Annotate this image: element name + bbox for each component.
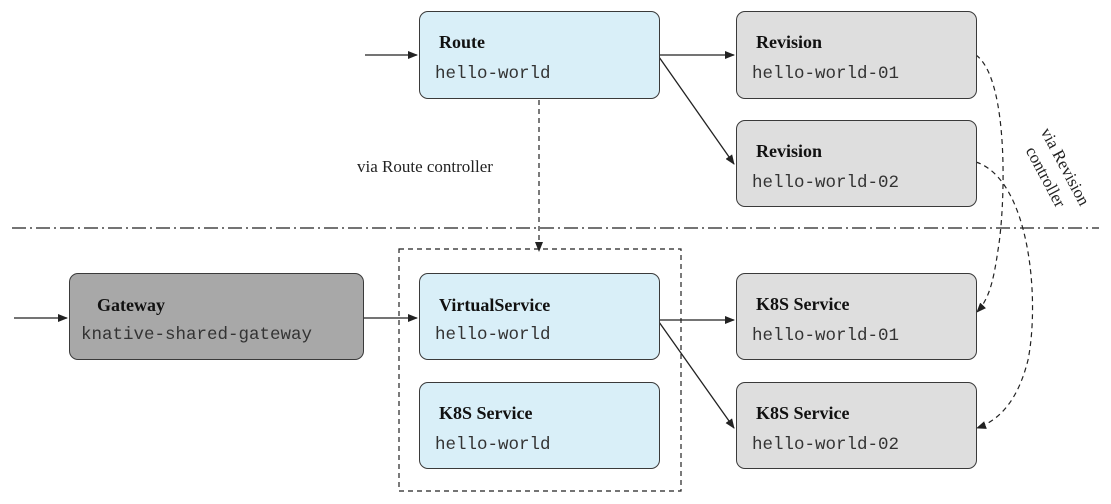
k8s-service-01-title: K8S Service <box>756 294 850 314</box>
route-title: Route <box>439 32 485 52</box>
route-controller-label: via Route controller <box>357 157 493 176</box>
route-name: hello-world <box>435 64 551 84</box>
k8s-service-02-name: hello-world-02 <box>752 435 900 455</box>
arrow-revision-01-to-k8s-01 <box>975 54 1004 313</box>
virtualservice-title: VirtualService <box>439 295 551 315</box>
k8s-service-01-node: K8S Service hello-world-01 <box>736 273 977 360</box>
arrow-revision-02-to-k8s-02 <box>975 161 1034 429</box>
networking-group-box <box>398 248 682 492</box>
revision-01-node: Revision hello-world-01 <box>736 11 977 99</box>
k8s-service-02-node: K8S Service hello-world-02 <box>736 382 977 469</box>
route-node: Route hello-world <box>419 11 660 99</box>
gateway-title: Gateway <box>97 295 165 315</box>
revision-02-node: Revision hello-world-02 <box>736 120 977 207</box>
k8s-service-02-title: K8S Service <box>756 403 850 423</box>
k8s-service-main-name: hello-world <box>435 435 551 455</box>
k8s-service-01-name: hello-world-01 <box>752 326 900 346</box>
k8s-service-main-title: K8S Service <box>439 403 533 423</box>
arrow-virtualservice-to-k8s-02 <box>658 321 735 429</box>
virtualservice-name: hello-world <box>435 325 551 345</box>
virtualservice-node: VirtualService hello-world <box>419 273 660 360</box>
revision-01-title: Revision <box>756 32 823 52</box>
gateway-name: knative-shared-gateway <box>81 325 313 345</box>
revision-01-name: hello-world-01 <box>752 64 900 84</box>
revision-02-name: hello-world-02 <box>752 173 900 193</box>
gateway-node: Gateway knative-shared-gateway <box>69 273 364 360</box>
arrow-route-to-revision-02 <box>658 56 735 165</box>
k8s-service-main-node: K8S Service hello-world <box>419 382 660 469</box>
revision-02-title: Revision <box>756 141 823 161</box>
